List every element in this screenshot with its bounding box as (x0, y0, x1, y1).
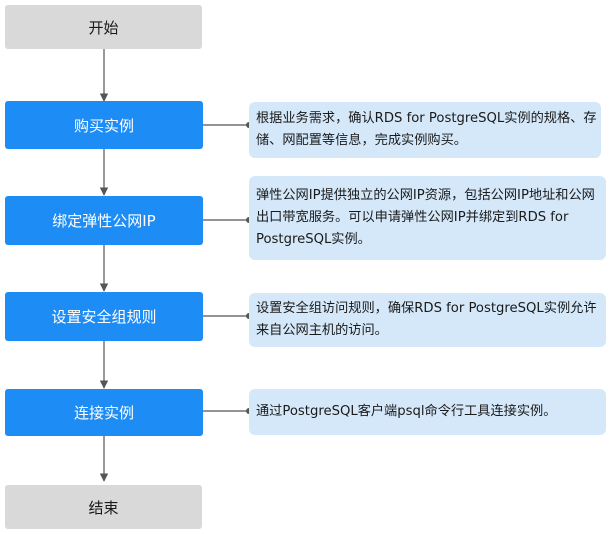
step-set-security-group: 设置安全组规则 (5, 292, 203, 341)
note-1-text: 根据业务需求，确认RDS for PostgreSQL实例的规格、存储、网配置等… (256, 111, 597, 148)
step-2-label: 绑定弹性公网IP (52, 212, 156, 230)
note-4-text: 通过PostgreSQL客户端psql命令行工具连接实例。 (256, 404, 557, 419)
end-node: 结束 (5, 485, 202, 529)
note-purchase-instance: 根据业务需求，确认RDS for PostgreSQL实例的规格、存储、网配置等… (249, 102, 601, 158)
note-bind-eip: 弹性公网IP提供独立的公网IP资源，包括公网IP地址和公网出口带宽服务。可以申请… (249, 176, 606, 260)
note-connect-instance: 通过PostgreSQL客户端psql命令行工具连接实例。 (249, 389, 606, 435)
start-label: 开始 (88, 18, 119, 37)
note-set-security-group: 设置安全组访问规则，确保RDS for PostgreSQL实例允许来自公网主机… (249, 293, 606, 347)
step-1-label: 购买实例 (73, 116, 134, 135)
step-4-label: 连接实例 (73, 404, 134, 422)
step-bind-eip: 绑定弹性公网IP (5, 196, 203, 245)
end-label: 结束 (88, 498, 119, 517)
note-2-text: 弹性公网IP提供独立的公网IP资源，包括公网IP地址和公网出口带宽服务。可以申请… (256, 188, 595, 247)
step-3-label: 设置安全组规则 (51, 308, 157, 326)
step-connect-instance: 连接实例 (5, 389, 203, 436)
note-3-text: 设置安全组访问规则，确保RDS for PostgreSQL实例允许来自公网主机… (256, 301, 597, 338)
start-node: 开始 (5, 5, 202, 49)
step-purchase-instance: 购买实例 (5, 101, 203, 149)
